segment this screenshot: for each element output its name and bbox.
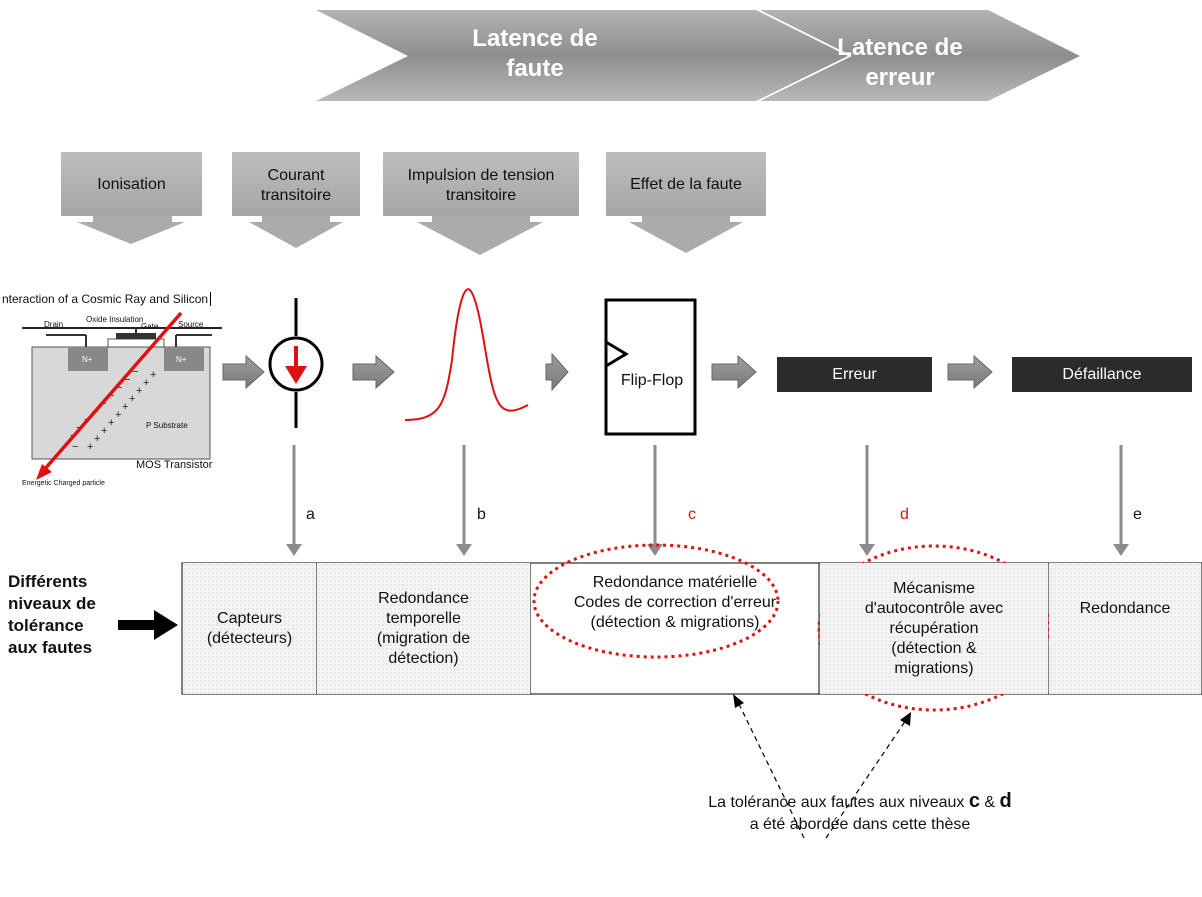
mos-transistor-illustration: +++ +++ +++ + −−− −−− −−− −: [22, 311, 222, 480]
level-text-d: Mécanisme d'autocontrôle avec récupérati…: [864, 579, 1004, 677]
stage-effect-label: Effet de la faute: [630, 176, 742, 193]
svg-text:+: +: [115, 409, 121, 421]
svg-text:−: −: [132, 366, 138, 378]
svg-text:−: −: [72, 441, 78, 453]
level-text-a: Capteurs (détecteurs): [206, 609, 293, 647]
level-text-e: Redondance: [1079, 600, 1171, 617]
svg-text:+: +: [108, 417, 114, 429]
level-cell-e: Redondance: [1049, 563, 1201, 694]
level-arrows: [286, 445, 1129, 556]
particle-label: Energetic Charged particle: [22, 480, 105, 487]
svg-text:+: +: [87, 441, 93, 453]
stage-current-label: Courant transitoire: [260, 167, 332, 204]
svg-text:−: −: [116, 382, 122, 394]
error-box: Erreur: [777, 357, 932, 392]
stage-current-shape: [232, 152, 360, 248]
flow-arrows: [222, 352, 993, 392]
note-level-c: c: [968, 790, 980, 812]
error-latency-label: Latence de erreur: [837, 34, 963, 91]
level-letter-e: e: [1133, 506, 1142, 523]
highlight-ellipse-c: [532, 543, 780, 659]
level-text-c: Redondance matérielle Codes de correctio…: [573, 574, 777, 631]
error-latency-chevron: [760, 10, 1080, 101]
note-amp: &: [979, 794, 1000, 811]
row-pointer-arrow: [118, 610, 178, 640]
oxide-label: Oxide Insulation: [86, 315, 144, 324]
transistor-title: nteraction of a Cosmic Ray and Silicon: [2, 292, 212, 306]
level-cell-a: Capteurs (détecteurs): [183, 563, 316, 694]
level-cell-b: Redondance temporelle (migration de déte…: [317, 563, 530, 694]
svg-text:+: +: [143, 377, 149, 389]
stage-effect-shape: [606, 152, 766, 253]
fault-latency-chevron: [316, 10, 848, 101]
svg-text:−: −: [124, 374, 130, 386]
flip-flop-label: Flip-Flop: [620, 372, 684, 389]
svg-text:+: +: [101, 425, 107, 437]
level-letter-b: b: [477, 506, 486, 523]
svg-text:+: +: [122, 401, 128, 413]
fault-latency-label: Latence de faute: [472, 25, 598, 82]
note-pointer-arrows: [737, 701, 907, 839]
stage-ionisation-label: Ionisation: [97, 176, 166, 193]
svg-text:−: −: [108, 390, 114, 402]
fault-tolerance-levels-label: Différents niveaux de tolérance aux faut…: [8, 572, 96, 657]
note-level-d: d: [999, 790, 1012, 812]
failure-box: Défaillance: [1012, 357, 1192, 392]
level-letter-d: d: [900, 506, 909, 523]
n-right-label: N+: [176, 355, 187, 364]
drain-label: Drain: [44, 320, 64, 329]
voltage-pulse-curve: [404, 288, 529, 421]
note-prefix: La tolérance aux fautes aux niveaux: [708, 794, 969, 811]
svg-text:+: +: [136, 385, 142, 397]
substrate-label: P Substrate: [146, 421, 188, 430]
level-letter-a: a: [306, 506, 315, 523]
stage-ionisation-shape: [61, 152, 202, 244]
n-left-label: N+: [82, 355, 93, 364]
level-text-b: Redondance temporelle (migration de déte…: [376, 589, 471, 667]
thesis-note: La tolérance aux fautes aux niveaux c & …: [560, 790, 1160, 836]
thesis-note-line1: La tolérance aux fautes aux niveaux c & …: [560, 790, 1160, 814]
stage-voltage-shape: [383, 152, 579, 255]
flip-flop-shape: [604, 298, 697, 436]
current-source-symbol: [268, 298, 324, 428]
stage-voltage-label: Impulsion de tension transitoire: [407, 167, 555, 204]
level-cell-d: Mécanisme d'autocontrôle avec récupérati…: [820, 563, 1048, 694]
mos-label: MOS Transistor: [136, 459, 213, 471]
svg-text:+: +: [150, 369, 156, 381]
source-label: Source: [178, 320, 204, 329]
svg-text:+: +: [94, 433, 100, 445]
gate-label: Gate: [141, 322, 159, 331]
level-cell-c: Redondance matérielle Codes de correctio…: [531, 563, 819, 694]
thesis-note-line2: a été abordée dans cette thèse: [749, 816, 971, 833]
svg-text:+: +: [129, 393, 135, 405]
level-letter-c: c: [688, 506, 696, 523]
